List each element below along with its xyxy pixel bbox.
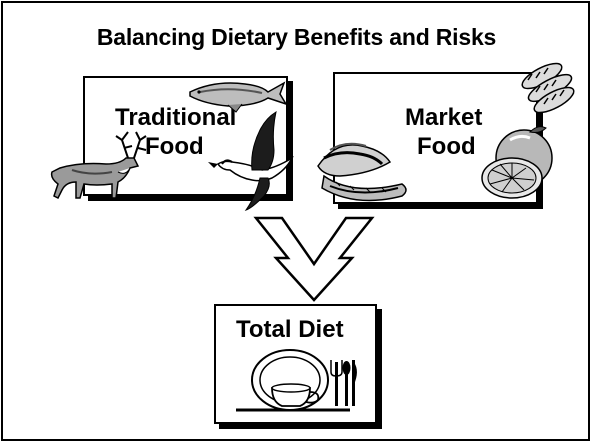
caribou-icon: [50, 131, 147, 200]
sandwich-icon: [317, 142, 407, 202]
bread-icon: [521, 62, 575, 114]
goose-icon: [208, 110, 294, 211]
traditional-food-label-line2: Food: [145, 133, 204, 160]
traditional-food-label-line1: Traditional: [115, 104, 237, 131]
diagram-title: Balancing Dietary Benefits and Risks: [96, 24, 497, 50]
fish-icon: [189, 81, 288, 113]
merge-arrow-icon: [253, 216, 375, 302]
total-diet-label: Total Diet: [236, 316, 344, 343]
plate-setting-icon: [236, 349, 357, 412]
orange-icon: [481, 126, 553, 199]
market-food-label-line2: Food: [417, 133, 476, 160]
market-food-label-line1: Market: [405, 104, 483, 131]
